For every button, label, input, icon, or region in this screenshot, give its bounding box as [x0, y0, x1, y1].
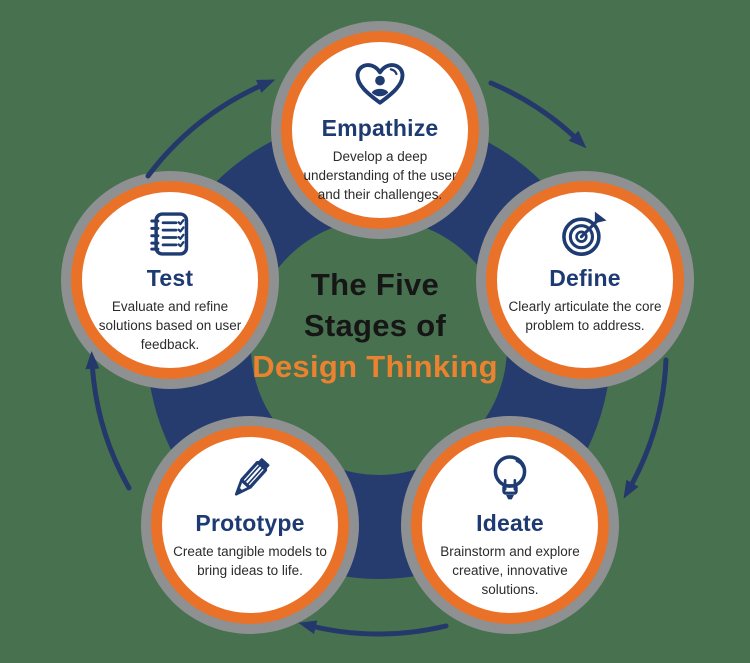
stage-description: Brainstorm and explore creative, innovat…	[440, 544, 580, 597]
target-dart-icon	[558, 208, 612, 260]
lightbulb-icon	[486, 453, 534, 505]
stage-circle-define: Define Clearly articulate the core probl…	[486, 181, 684, 379]
title-line-1: The Five	[310, 267, 440, 302]
pencil-icon	[224, 453, 276, 505]
title-line-2: Stages of	[303, 308, 447, 344]
stage-circle-prototype: Prototype Create tangible models to brin…	[151, 426, 349, 624]
flow-arrow-define-to-ideate	[623, 357, 669, 499]
notepad-checklist-icon	[144, 208, 196, 260]
stage-title: Empathize	[321, 115, 439, 141]
stage-description: Develop a deep understanding of the user…	[303, 149, 457, 202]
stage-circle-test: Test Evaluate and refine solutions based…	[71, 181, 269, 379]
title-line-3: Design Thinking	[252, 349, 498, 385]
stage-title: Prototype	[195, 510, 305, 536]
stage-title: Ideate	[476, 510, 544, 536]
flow-arrow-empathize-to-define	[488, 80, 587, 149]
flow-arrow-prototype-to-test	[85, 351, 132, 491]
stage-title: Test	[146, 265, 194, 291]
stage-description: Evaluate and refine solutions based on u…	[98, 299, 242, 352]
stage-title: Define	[549, 265, 621, 291]
stage-circle-ideate: Ideate Brainstorm and explore creative, …	[411, 426, 609, 624]
diagram-title: The Five Stages of Design Thinking	[225, 264, 525, 388]
heart-user-icon	[354, 58, 406, 110]
flow-arrow-ideate-to-prototype	[298, 620, 449, 637]
flow-arrow-test-to-empathize	[145, 79, 276, 179]
stage-description: Clearly articulate the core problem to a…	[508, 299, 662, 333]
stage-description: Create tangible models to bring ideas to…	[173, 544, 327, 578]
stage-circle-empathize: Empathize Develop a deep understanding o…	[281, 31, 479, 229]
